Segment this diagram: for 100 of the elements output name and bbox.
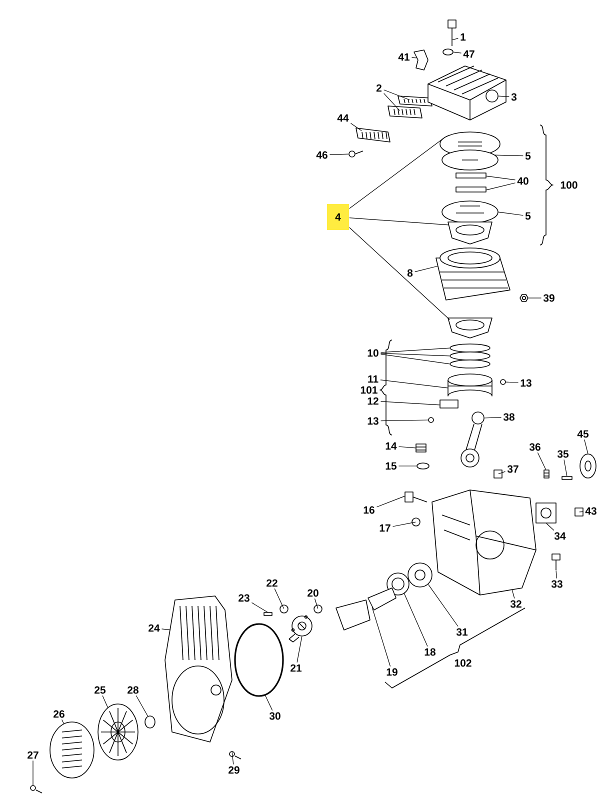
washer-drawing (442, 48, 454, 56)
callout-number: 37 (507, 465, 518, 473)
leader-line (232, 752, 234, 765)
callout-number: 101 (360, 386, 378, 394)
valve-plate-drawing (388, 106, 422, 118)
leader-line (329, 154, 349, 156)
leader-line (161, 628, 171, 630)
elbow-fitting-drawing (414, 50, 428, 70)
callout-number: 13 (368, 417, 378, 425)
leader-line (411, 57, 417, 58)
callout-number: 44 (337, 114, 349, 122)
callout-number: 102 (454, 659, 472, 667)
leader-line (452, 38, 458, 40)
bolt-drawing (448, 20, 456, 46)
piston-ring-drawing (450, 352, 490, 360)
screw-drawing (30, 785, 42, 794)
callout-number: 46 (316, 151, 328, 159)
washer-drawing (412, 518, 420, 526)
leader-line (380, 348, 450, 353)
leader-line (380, 353, 450, 356)
leader-line (512, 590, 515, 599)
callout-number: 32 (510, 600, 522, 608)
callout-number: 47 (463, 50, 474, 58)
callout-number: 38 (503, 413, 514, 421)
callout-number: 12 (368, 397, 378, 405)
leader-line (380, 380, 448, 388)
piston-ring-drawing (450, 344, 490, 352)
callout-number: 28 (128, 686, 138, 694)
leader-line (494, 154, 524, 156)
callout-number: 1 (460, 33, 466, 41)
leader-line (584, 439, 588, 454)
callout-number: 31 (456, 628, 468, 636)
callout-number: 2 (376, 84, 382, 92)
leader-line (384, 92, 400, 111)
leader-line (486, 182, 516, 190)
gasket-drawing (442, 150, 498, 170)
filter-drawing (356, 128, 390, 142)
leader-line (349, 218, 449, 226)
leader-line (274, 588, 284, 609)
leader-line (314, 598, 318, 609)
callout-number: 14 (386, 442, 397, 450)
callout-number: 5 (525, 152, 531, 160)
leader-line (32, 760, 34, 786)
callout-number: 5 (525, 212, 531, 220)
o-ring-drawing (234, 623, 284, 697)
crankcase-drawing (432, 490, 536, 596)
leader-line (484, 417, 502, 418)
fan-guard-drawing (50, 722, 94, 778)
callout-number: 10 (368, 349, 378, 357)
callout-number: 15 (386, 462, 397, 470)
callout-number: 29 (228, 766, 240, 774)
piston-pin-drawing (440, 400, 458, 408)
connecting-rod-drawing (460, 412, 484, 468)
leader-line (404, 593, 428, 647)
leader-line (62, 719, 64, 724)
callout-number: 20 (308, 589, 318, 597)
callout-number: 34 (554, 532, 566, 540)
leader-line (453, 52, 462, 54)
leader-line (349, 138, 444, 209)
reed-drawing (456, 186, 486, 192)
cylinder-head-drawing (428, 66, 506, 120)
set-screw-drawing (574, 508, 584, 516)
clip-drawing (428, 417, 434, 423)
gasket-drawing (448, 318, 492, 338)
piston-drawing (448, 374, 492, 396)
callout-number: 26 (54, 710, 64, 718)
callout-number: 39 (543, 294, 554, 302)
leader-line (486, 176, 516, 180)
leader-line (392, 522, 416, 527)
bearing-ring-drawing (580, 454, 596, 478)
leader-line (349, 227, 450, 320)
seal-ring-drawing (314, 604, 322, 614)
leader-line (380, 354, 450, 364)
callout-number: 41 (398, 53, 410, 61)
leader-line (498, 212, 524, 216)
callout-number: 23 (238, 594, 250, 602)
leader-line (398, 446, 416, 448)
leader-line (556, 570, 557, 579)
callout-number: 27 (28, 751, 38, 759)
crankshaft-drawing (336, 588, 396, 630)
leader-line (372, 607, 391, 667)
leader-line (428, 584, 458, 627)
leader-line (546, 523, 554, 531)
leader-line (376, 496, 405, 508)
leader-line (564, 459, 568, 476)
bolt-drawing (552, 554, 560, 570)
nut-drawing (520, 294, 528, 302)
bushing-drawing (144, 716, 156, 728)
callout-number: 43 (585, 507, 596, 515)
leader-line (136, 695, 148, 716)
callout-number: 4 (327, 204, 349, 230)
callout-number: 17 (380, 524, 390, 532)
clip-drawing (500, 379, 506, 385)
leader-line (537, 452, 546, 470)
callout-number: 3 (511, 93, 517, 101)
leader-line (414, 266, 438, 272)
callout-number: 100 (560, 181, 578, 189)
leader-line (506, 382, 519, 383)
leader-line (251, 602, 268, 613)
screw-drawing (264, 612, 272, 616)
